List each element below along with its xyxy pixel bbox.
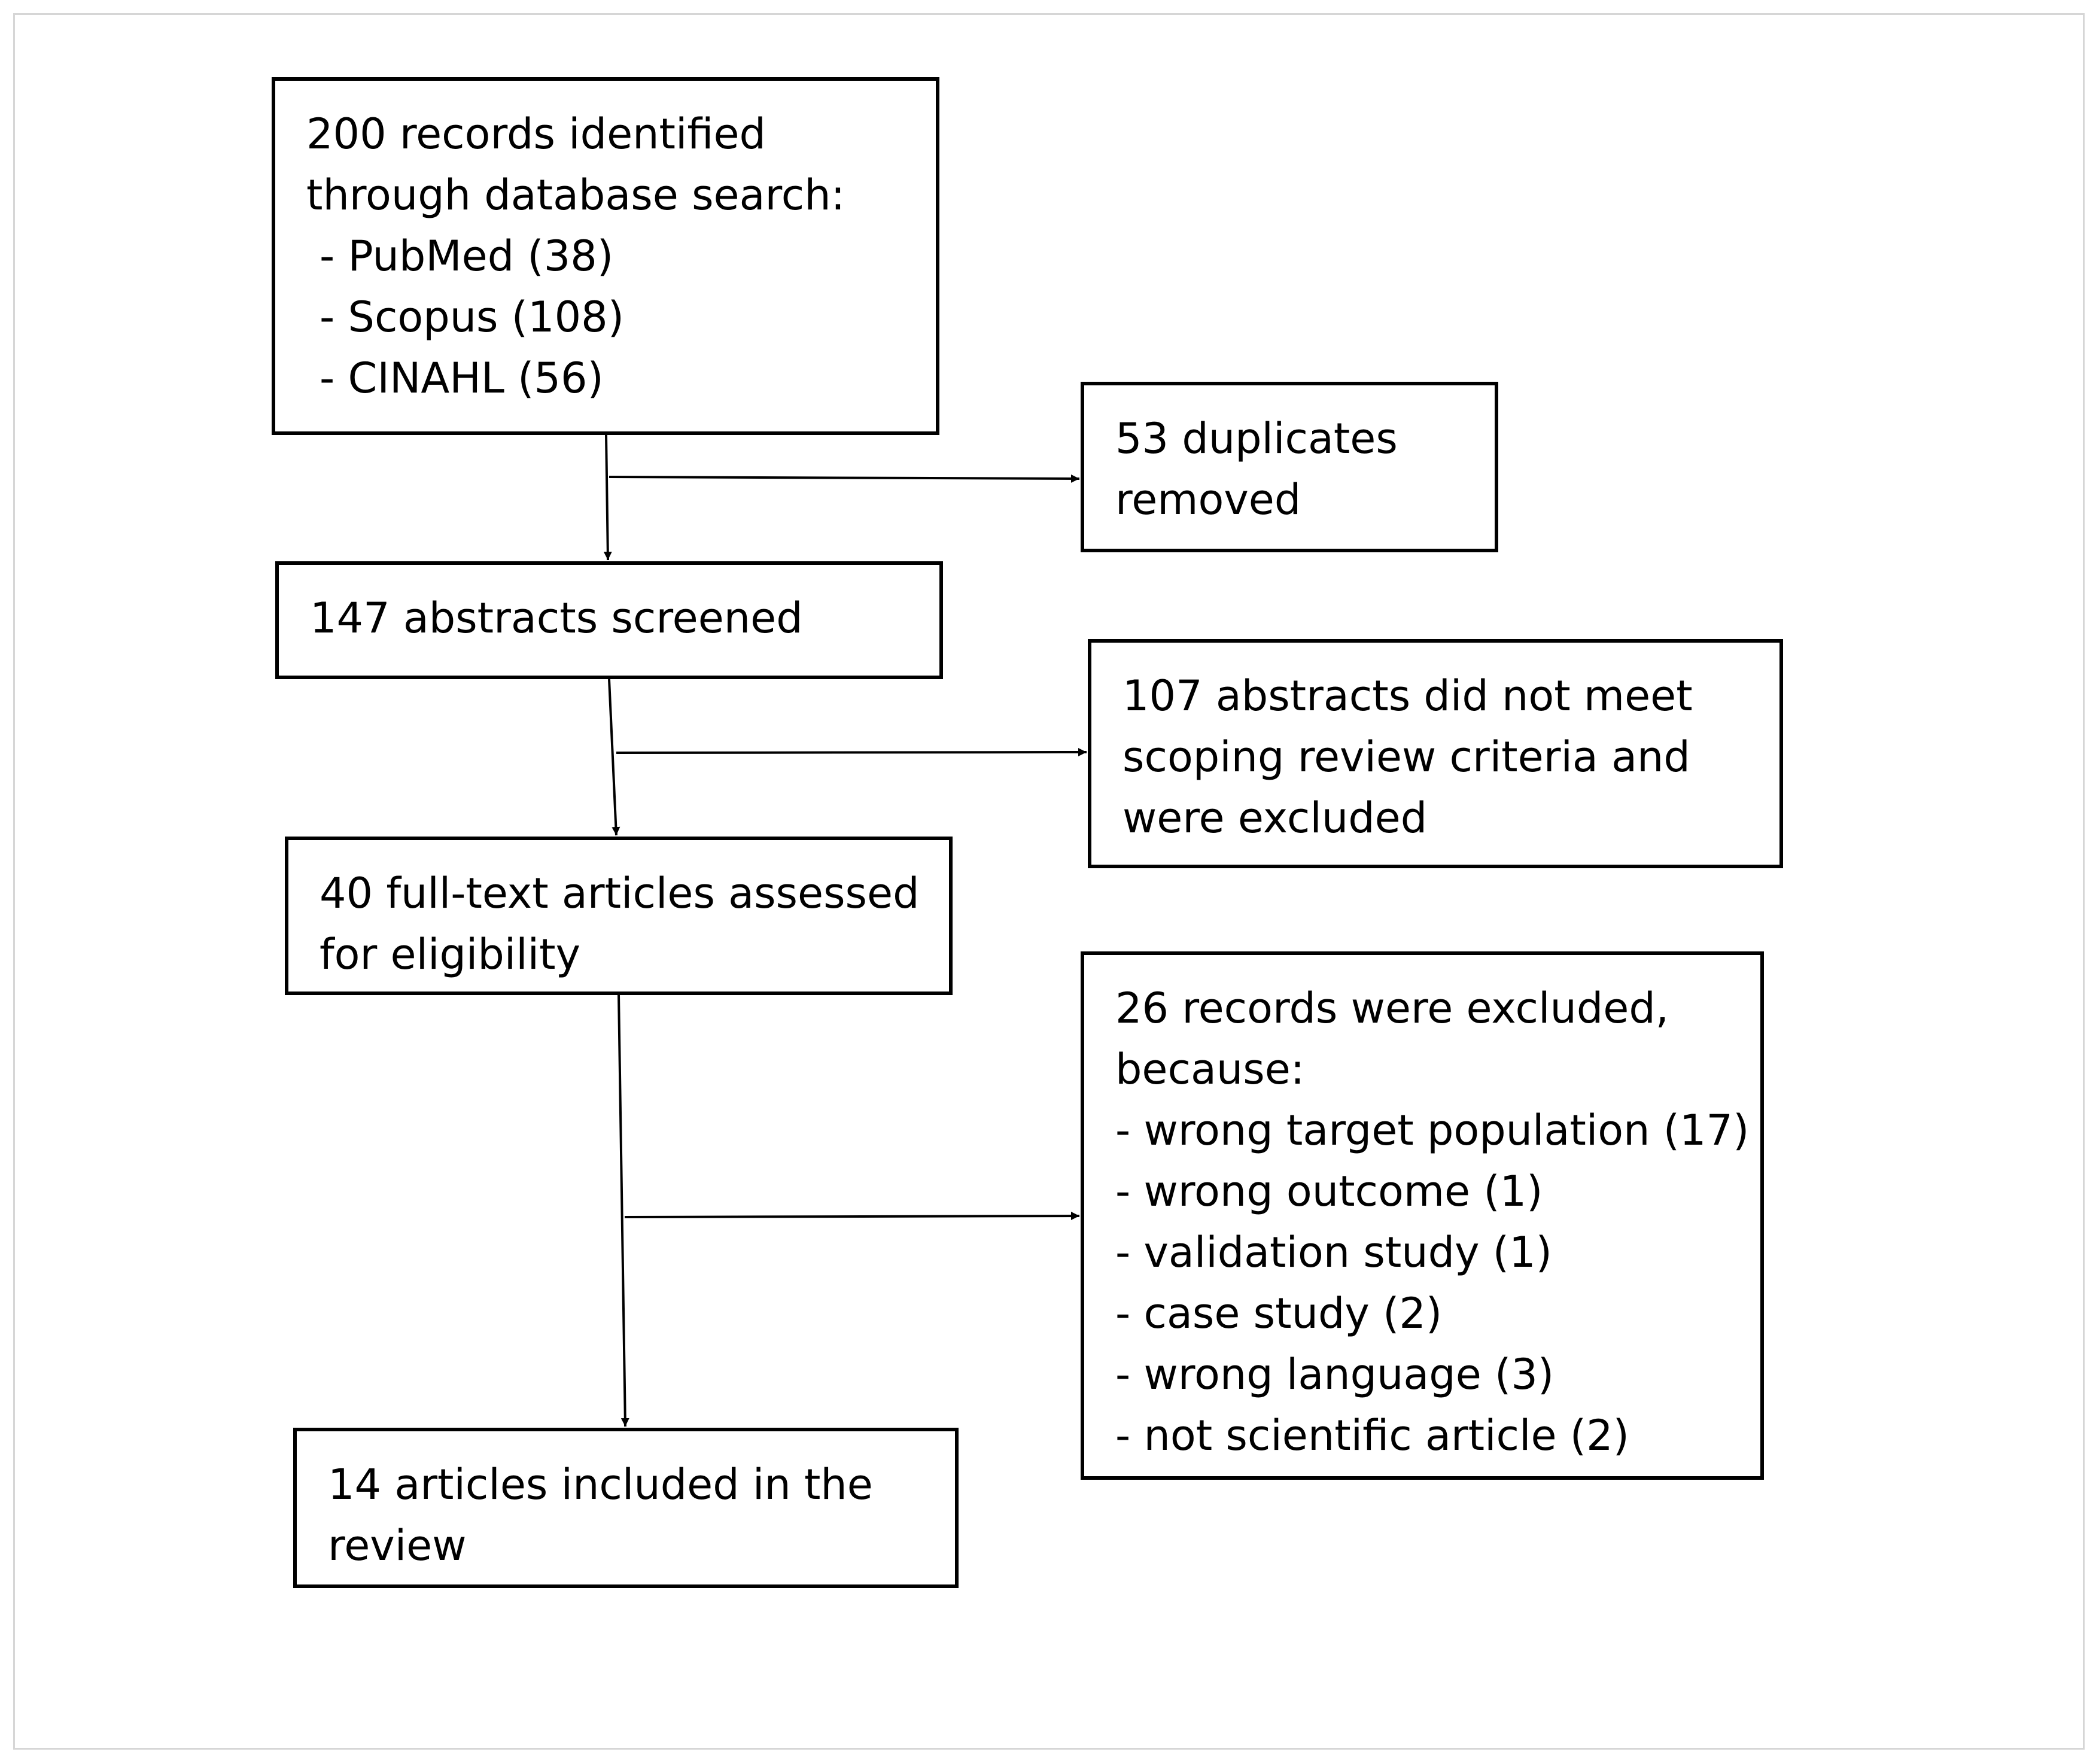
reason-wrong-outcome: - wrong outcome (1): [1115, 1167, 1543, 1216]
abstracts-excluded-box: 107 abstracts did not meet scoping revie…: [1088, 639, 1783, 868]
screened-line-1: 147 abstracts screened: [310, 594, 803, 643]
duplicates-line-2: removed: [1115, 475, 1301, 524]
duplicates-line-1: 53 duplicates: [1115, 414, 1398, 463]
reason-validation-study: - validation study (1): [1115, 1228, 1552, 1277]
records-identified-box: 200 records identified through database …: [272, 77, 939, 435]
arrow-screened-to-fulltext: [608, 679, 620, 836]
source-scopus: - Scopus (108): [320, 293, 625, 342]
reason-not-scientific-article: - not scientific article (2): [1115, 1411, 1629, 1460]
reason-case-study: - case study (2): [1115, 1289, 1443, 1338]
source-cinahl: - CINAHL (56): [320, 354, 604, 403]
abstracts-excluded-line-3: were excluded: [1122, 793, 1428, 843]
records-identified-line-2: through database search:: [306, 171, 845, 220]
records-identified-line-1: 200 records identified: [306, 110, 766, 159]
records-excluded-box: 26 records were excluded, because: - wro…: [1081, 951, 1764, 1480]
arrow-to-abstracts-excluded: [616, 748, 1087, 757]
included-line-1: 14 articles included in the: [328, 1460, 873, 1509]
reason-wrong-target-population: - wrong target population (17): [1115, 1106, 1750, 1155]
fulltext-line-2: for eligibility: [320, 930, 580, 979]
fulltext-line-1: 40 full-text articles assessed: [320, 869, 920, 918]
arrow-to-records-excluded: [624, 1212, 1080, 1221]
included-line-2: review: [328, 1521, 467, 1570]
figure-frame: [13, 13, 2085, 1750]
articles-included-box: 14 articles included in the review: [293, 1428, 959, 1588]
abstracts-screened-box: 147 abstracts screened: [275, 561, 943, 679]
abstracts-excluded-line-2: scoping review criteria and: [1122, 732, 1690, 781]
source-pubmed: - PubMed (38): [320, 232, 614, 281]
arrow-to-duplicates: [609, 474, 1080, 483]
duplicates-removed-box: 53 duplicates removed: [1081, 382, 1498, 552]
arrow-fulltext-to-included: [617, 994, 629, 1427]
abstracts-excluded-line-1: 107 abstracts did not meet: [1122, 671, 1693, 720]
fulltext-assessed-box: 40 full-text articles assessed for eligi…: [285, 837, 953, 995]
reason-wrong-language: - wrong language (3): [1115, 1350, 1555, 1399]
records-excluded-line-2: because:: [1115, 1045, 1305, 1094]
records-excluded-line-1: 26 records were excluded,: [1115, 984, 1669, 1033]
arrow-identified-to-screened: [603, 434, 612, 561]
